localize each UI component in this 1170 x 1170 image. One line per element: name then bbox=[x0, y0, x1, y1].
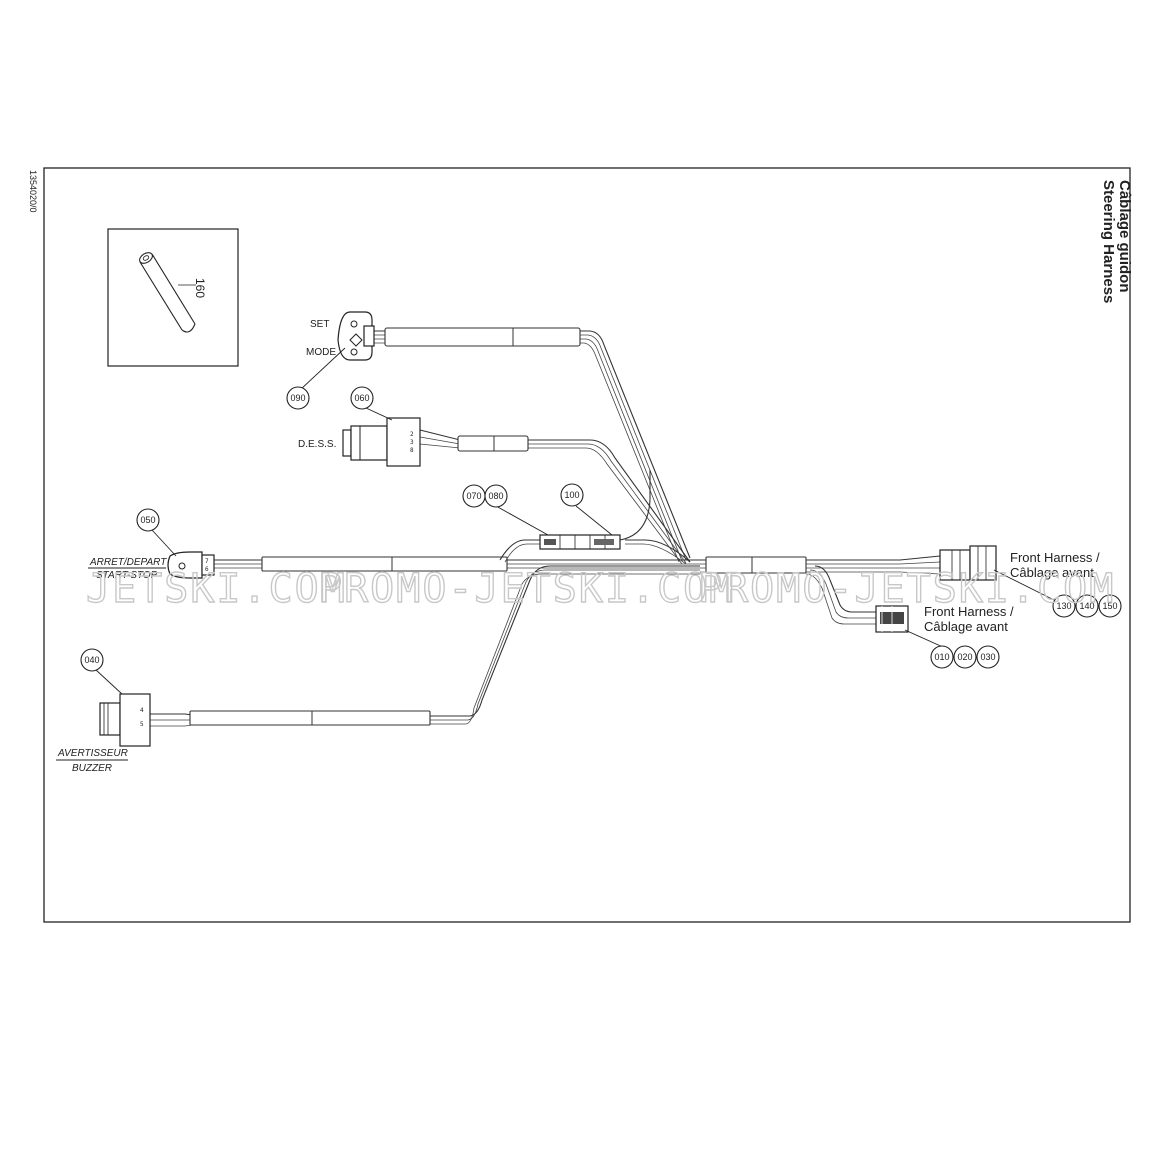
watermark: JETSKI.COM PROMO-JETSKI.COM PROMO-JETSKI… bbox=[85, 565, 1115, 612]
callout-080: 080 bbox=[488, 491, 503, 501]
watermark-1: JETSKI.COM bbox=[86, 566, 347, 612]
arret-depart-label: ARRET/DEPART bbox=[89, 557, 167, 568]
callout-040: 040 bbox=[84, 655, 99, 665]
dess-pin-3: 3 bbox=[410, 439, 414, 446]
title-line-2: Câblage guidon bbox=[1116, 180, 1133, 293]
callout-030: 030 bbox=[980, 652, 995, 662]
dess-pin-2: 2 bbox=[410, 431, 414, 438]
buzzer-component: 4 5 bbox=[99, 693, 151, 747]
sleeve-tube-icon bbox=[139, 252, 196, 333]
callout-060: 060 bbox=[354, 393, 369, 403]
callouts: 090 060 070 080 100 050 040 130 140 150 bbox=[80, 347, 1122, 695]
front-harness-1-line-1: Front Harness / bbox=[1010, 550, 1100, 565]
buzzer-pin-5: 5 bbox=[140, 721, 144, 728]
buzzer-pin-4: 4 bbox=[140, 707, 144, 714]
front-harness-1-line-2: Câblage avant bbox=[1010, 565, 1094, 580]
callout-140: 140 bbox=[1079, 601, 1094, 611]
callout-070: 070 bbox=[466, 491, 481, 501]
start-stop-switch: 7 6 bbox=[167, 551, 215, 579]
callout-020: 020 bbox=[957, 652, 972, 662]
callout-010: 010 bbox=[934, 652, 949, 662]
front-harness-2-line-1: Front Harness / bbox=[924, 604, 1014, 619]
watermark-2: PROMO-JETSKI.COM bbox=[318, 566, 735, 612]
title-line-1: Steering Harness bbox=[1100, 180, 1117, 303]
drawing-frame bbox=[43, 167, 1131, 923]
front-harness-2-line-2: Câblage avant bbox=[924, 619, 1008, 634]
wiring bbox=[150, 327, 941, 727]
document-id: 1354020/0 bbox=[28, 170, 38, 213]
set-label: SET bbox=[310, 319, 329, 330]
front-harness-connector-1 bbox=[939, 545, 997, 581]
dess-pin-8: 8 bbox=[410, 447, 414, 454]
drawing-title: Steering Harness Câblage guidon bbox=[1100, 180, 1133, 303]
callout-160: 160 bbox=[193, 278, 207, 298]
inset-sleeve-160: 160 bbox=[107, 228, 239, 367]
avertisseur-label: AVERTISSEUR bbox=[57, 748, 128, 759]
inline-connector-070-080 bbox=[539, 534, 621, 550]
callout-150: 150 bbox=[1102, 601, 1117, 611]
start-stop-label: START-STOP bbox=[96, 570, 158, 581]
watermark-3: PROMO-JETSKI.COM bbox=[698, 566, 1115, 612]
callout-130: 130 bbox=[1056, 601, 1071, 611]
callout-050: 050 bbox=[140, 515, 155, 525]
set-mode-switch bbox=[337, 311, 375, 361]
front-harness-connector-2 bbox=[875, 605, 909, 633]
mode-label: MODE bbox=[306, 347, 336, 358]
dess-label: D.E.S.S. bbox=[298, 439, 336, 450]
callout-100: 100 bbox=[564, 490, 579, 500]
start-pin-7: 7 bbox=[205, 558, 209, 565]
callout-090: 090 bbox=[290, 393, 305, 403]
dess-connector: 2 3 8 bbox=[342, 417, 421, 467]
buzzer-label: BUZZER bbox=[72, 763, 112, 774]
start-pin-6: 6 bbox=[205, 566, 209, 573]
